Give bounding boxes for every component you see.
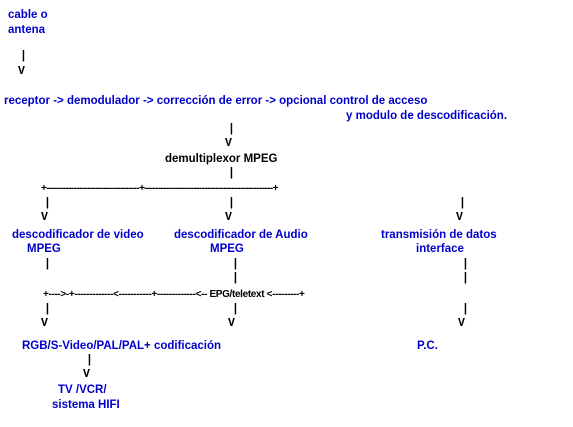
connector-pipe: | bbox=[232, 303, 239, 316]
connector-arrow: V bbox=[456, 211, 463, 224]
connector-pipe: | bbox=[462, 272, 469, 285]
connector-arrow: V bbox=[225, 211, 232, 224]
connector-arrow: V bbox=[41, 211, 48, 224]
demultiplexor-label: demultiplexor MPEG bbox=[165, 153, 278, 165]
branch-line: +----------------------------------+----… bbox=[41, 183, 278, 194]
video-decoder-line2: MPEG bbox=[27, 243, 61, 255]
cable-label-line2: antena bbox=[8, 24, 46, 36]
connector-pipe: | bbox=[20, 50, 27, 63]
data-transmission-line1: transmisión de datos bbox=[381, 229, 497, 241]
connector-pipe: | bbox=[44, 197, 51, 210]
connector-pipe: | bbox=[462, 303, 469, 316]
epg-teletext-line: +---->-+-------------<-----------+------… bbox=[43, 289, 305, 300]
connector-pipe: | bbox=[232, 272, 239, 285]
connector-pipe: | bbox=[228, 123, 235, 136]
connector-pipe: | bbox=[228, 197, 235, 210]
connector-arrow: V bbox=[458, 317, 465, 330]
connector-pipe: | bbox=[462, 258, 469, 271]
tv-vcr-line1: TV /VCR/ bbox=[58, 384, 107, 396]
audio-decoder-line1: descodificador de Audio bbox=[174, 229, 308, 241]
connector-pipe: | bbox=[228, 167, 235, 180]
connector-pipe: | bbox=[232, 258, 239, 271]
connector-pipe: | bbox=[44, 258, 51, 271]
pc-label: P.C. bbox=[417, 340, 438, 352]
connector-arrow: V bbox=[83, 368, 90, 381]
data-transmission-line2: interface bbox=[416, 243, 464, 255]
cable-label-line1: cable o bbox=[8, 9, 48, 21]
connector-arrow: V bbox=[228, 317, 235, 330]
connector-arrow: V bbox=[41, 317, 48, 330]
processing-chain: receptor -> demodulador -> corrección de… bbox=[4, 95, 428, 107]
connector-pipe: | bbox=[86, 354, 93, 367]
rgb-encoding-label: RGB/S-Video/PAL/PAL+ codificación bbox=[22, 340, 222, 352]
video-decoder-line1: descodificador de video bbox=[12, 229, 144, 241]
connector-pipe: | bbox=[459, 197, 466, 210]
processing-chain-line2: y modulo de descodificación. bbox=[346, 110, 508, 122]
connector-pipe: | bbox=[44, 303, 51, 316]
tv-vcr-line2: sistema HIFI bbox=[52, 399, 120, 411]
audio-decoder-line2: MPEG bbox=[210, 243, 244, 255]
connector-arrow: V bbox=[225, 137, 232, 150]
connector-arrow: V bbox=[18, 65, 25, 78]
